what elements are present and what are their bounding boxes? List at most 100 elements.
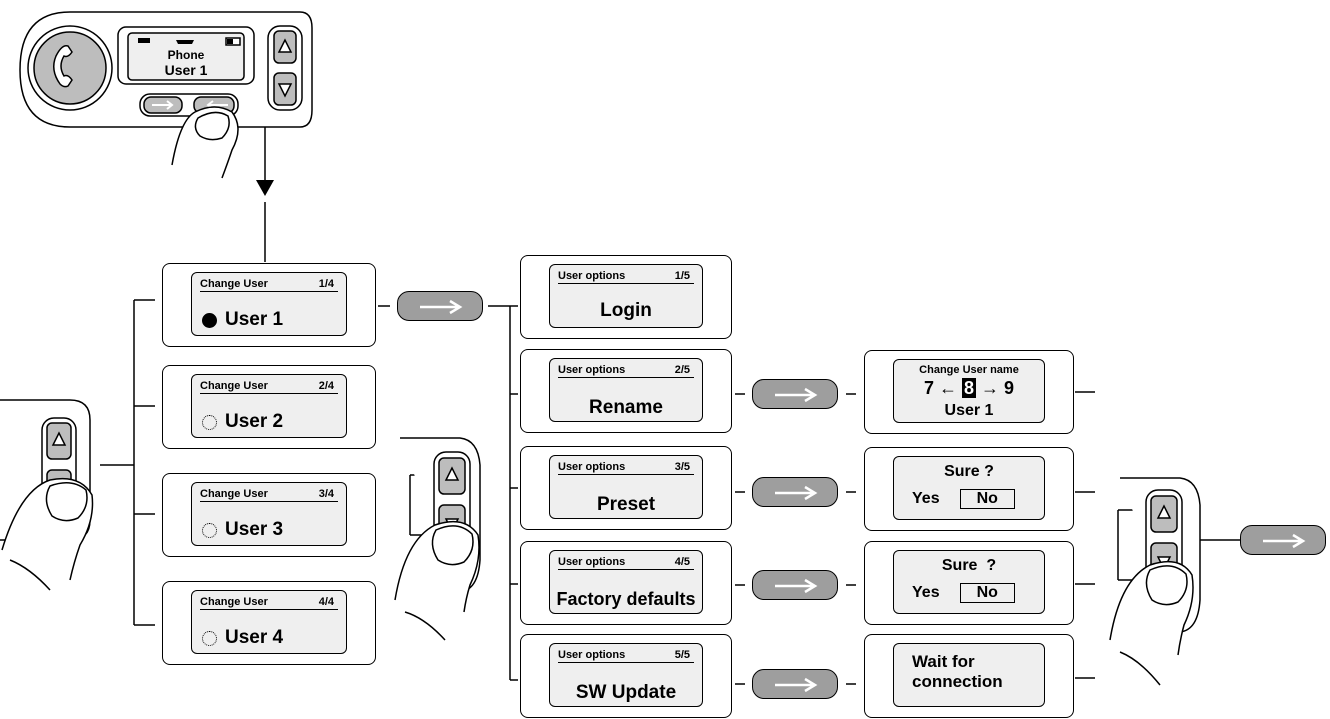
lcd-screen: Change User 4/4 User 4: [191, 590, 347, 654]
sw-wait-text: Wait for connection: [912, 652, 1003, 692]
preset-confirm-card: Sure ? Yes No: [864, 447, 1074, 531]
lcd-screen: User options 3/5 Preset: [549, 455, 703, 519]
card-header: User options 5/5: [558, 649, 694, 663]
card-title: Change User: [200, 488, 268, 500]
card-header: Change User 1/4: [200, 278, 338, 292]
card-title: Change User: [200, 380, 268, 392]
user-label: User 1: [225, 309, 284, 330]
card-header: Change User 4/4: [200, 596, 338, 610]
user-option: User 2: [202, 411, 283, 433]
user-option: User 4: [202, 627, 283, 649]
lcd-screen: User options 2/5 Rename: [549, 358, 703, 422]
card-title: Change User: [200, 596, 268, 608]
arrow-right-icon: [775, 485, 818, 501]
phone-device: [19, 11, 313, 128]
radio-selected-icon: [202, 312, 217, 328]
device-screen-line2: User 1: [164, 62, 208, 78]
change-user-card-3[interactable]: Change User 3/4 User 3: [162, 473, 376, 557]
user-label: User 4: [225, 627, 284, 648]
yes-option[interactable]: Yes: [912, 584, 940, 601]
arrow-right-icon: [1263, 533, 1306, 549]
lcd-screen: Change User 2/4 User 2: [191, 374, 347, 438]
confirm-arrow-button[interactable]: [1240, 525, 1326, 555]
option-label: Preset: [596, 494, 656, 515]
card-index: 1/5: [674, 270, 690, 282]
user-option: User 1: [202, 309, 283, 331]
prev-char: 7: [923, 378, 934, 398]
user-label: User 3: [225, 519, 284, 540]
card-index: 3/5: [674, 461, 690, 473]
card-header: User options 3/5: [558, 461, 694, 475]
rename-title: Change User name: [919, 364, 1019, 376]
rename-selector: 7 ← 8 → 9: [894, 378, 1044, 399]
confirm-question: Sure ?: [941, 557, 997, 574]
finger-device: [171, 106, 239, 179]
sw-wait-card: Wait for connection: [864, 634, 1074, 718]
change-user-card-2[interactable]: Change User 2/4 User 2: [162, 365, 376, 449]
lcd-screen: Change User name 7 ← 8 → 9 User 1: [893, 359, 1045, 423]
sw-line2: connection: [912, 672, 1003, 691]
card-index: 4/4: [318, 596, 334, 608]
lcd-screen: Wait for connection: [893, 643, 1045, 707]
option-label: Login: [600, 300, 652, 321]
confirm-choices: Yes No: [912, 489, 1015, 509]
next-char: 9: [1004, 378, 1015, 398]
card-index: 3/4: [318, 488, 334, 500]
sw-update-arrow-button[interactable]: [752, 669, 838, 699]
user-options-card-3[interactable]: User options 3/5 Preset: [520, 446, 732, 530]
current-char: 8: [961, 378, 976, 398]
right-arrow-icon: →: [981, 378, 1000, 398]
radio-empty-icon: [202, 414, 217, 430]
card-header: Change User 2/4: [200, 380, 338, 394]
change-user-card-4[interactable]: Change User 4/4 User 4: [162, 581, 376, 665]
rename-user: User 1: [944, 402, 994, 419]
card-title: User options: [558, 556, 626, 568]
lcd-screen: Change User 1/4 User 1: [191, 272, 347, 336]
card-index: 2/4: [318, 380, 334, 392]
factory-arrow-button[interactable]: [752, 570, 838, 600]
change-user-card-1[interactable]: Change User 1/4 User 1: [162, 263, 376, 347]
rename-screen-card: Change User name 7 ← 8 → 9 User 1: [864, 350, 1074, 434]
arrow-right-icon: [775, 387, 818, 403]
card-index: 2/5: [674, 364, 690, 376]
card-index: 5/5: [674, 649, 690, 661]
no-option[interactable]: No: [959, 583, 1015, 603]
arrow-right-icon: [420, 299, 463, 315]
user-options-card-5[interactable]: User options 5/5 SW Update: [520, 634, 732, 718]
option-label: SW Update: [575, 682, 677, 703]
card-title: User options: [558, 461, 626, 473]
option-label: Rename: [589, 397, 663, 418]
lcd-screen: User options 5/5 SW Update: [549, 643, 703, 707]
arrow-right-icon: [775, 578, 818, 594]
no-option[interactable]: No: [959, 489, 1015, 509]
sw-line1: Wait for: [912, 652, 975, 671]
card-title: Change User: [200, 278, 268, 290]
card-title: User options: [558, 364, 626, 376]
confirm-choices: Yes No: [912, 583, 1015, 603]
next-arrow-button[interactable]: [397, 291, 483, 321]
preset-arrow-button[interactable]: [752, 477, 838, 507]
rename-arrow-button[interactable]: [752, 379, 838, 409]
card-title: User options: [558, 649, 626, 661]
radio-empty-icon: [202, 630, 217, 646]
user-options-card-2[interactable]: User options 2/5 Rename: [520, 349, 732, 433]
factory-confirm-card: Sure ? Yes No: [864, 541, 1074, 625]
card-index: 1/4: [318, 278, 334, 290]
user-option: User 3: [202, 519, 283, 541]
user-label: User 2: [225, 411, 284, 432]
lcd-screen: Change User 3/4 User 3: [191, 482, 347, 546]
middle-scroll-device: [394, 437, 481, 641]
confirm-question: Sure ?: [944, 463, 994, 480]
device-screen-text: Phone User 1: [128, 48, 244, 78]
card-header: User options 2/5: [558, 364, 694, 378]
left-arrow-icon: ←: [938, 378, 957, 398]
arrow-right-icon: [775, 677, 818, 693]
yes-option[interactable]: Yes: [912, 490, 940, 507]
lcd-screen: Sure ? Yes No: [893, 550, 1045, 614]
